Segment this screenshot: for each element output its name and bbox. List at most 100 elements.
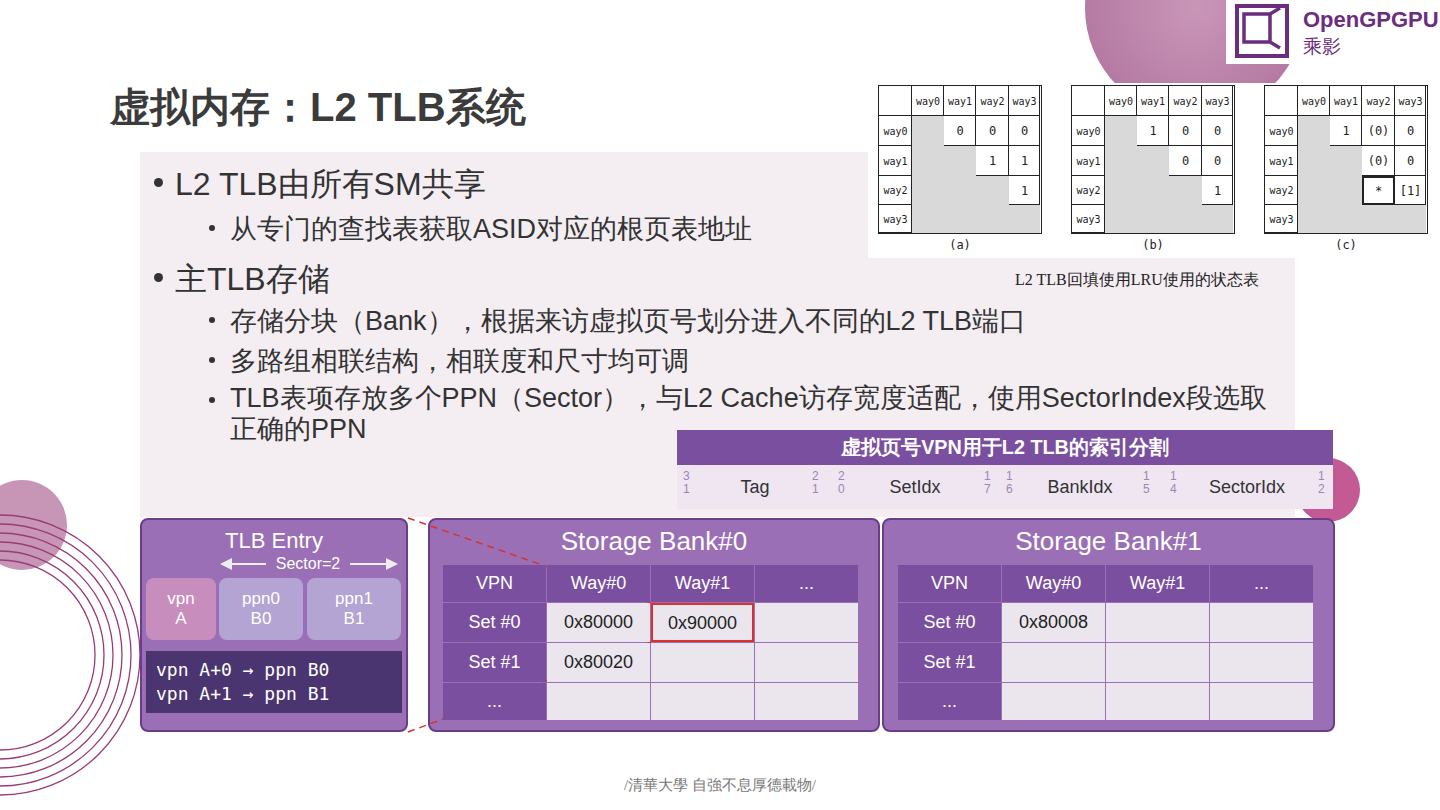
node-text: 0x90000 <box>653 612 752 633</box>
storage-bank-panel: Storage Bank#00x90000VPNWay#0Way#1...Set… <box>428 518 880 732</box>
table-cell <box>976 176 1009 205</box>
table-cell-text: Way#1 <box>651 565 754 602</box>
table-cell <box>1072 86 1105 116</box>
table-header: way1 <box>1137 86 1169 116</box>
node-text: 从专门的查找表获取ASID对应的根页表地址 <box>230 211 752 247</box>
node-text: SetIdx <box>848 477 982 498</box>
table-value: * <box>1362 176 1395 205</box>
slide-title: 虚拟内存：L2 TLB系统 <box>110 80 526 135</box>
bit-number: 16 <box>1006 470 1013 496</box>
decor-rings <box>0 515 140 795</box>
bit-field: BankIdx <box>1020 467 1140 507</box>
table-cell-text: ... <box>443 683 546 720</box>
table-cell <box>1105 146 1137 176</box>
table-cell-text: ... <box>1210 565 1313 602</box>
dashed-line <box>408 642 651 732</box>
node-text: 多路组相联结构，相联度和尺寸均可调 <box>230 343 689 379</box>
footer-motto: /清華大學 自強不息厚德載物/ <box>0 776 1440 795</box>
table-cell <box>1265 86 1298 116</box>
table-header: way2 <box>879 176 912 205</box>
mapping-box: vpn A+0 → ppn B0vpn A+1 → ppn B1 <box>146 651 402 713</box>
table-header: way0 <box>1298 86 1330 116</box>
table-value: 0 <box>1395 146 1426 176</box>
bit-field: SectorIdx <box>1176 467 1318 507</box>
table-cell <box>912 116 944 146</box>
table-cell <box>755 603 858 642</box>
table-cell <box>1106 603 1209 642</box>
ppn-field: ppn1 B1 <box>307 578 401 640</box>
ppn-field: ppn0 B0 <box>219 578 303 640</box>
table-header: way1 <box>1072 146 1105 176</box>
node-text: L2 TLB由所有SM共享 <box>175 163 486 207</box>
table-cell <box>1298 146 1330 176</box>
bit-number: 12 <box>1318 470 1325 496</box>
table-cell <box>755 643 858 682</box>
table-value: (0) <box>1362 146 1395 176</box>
sector-label: Sector=2 <box>268 555 348 573</box>
table-value: 0 <box>1395 116 1426 146</box>
table-cell-text: VPN <box>443 565 546 602</box>
table-header: way3 <box>1265 205 1298 233</box>
lru-table: way0way0way1way1way2way2way3way3100001 <box>1071 85 1235 234</box>
table-header: way0 <box>1105 86 1137 116</box>
table-cell <box>1105 116 1137 146</box>
table-header: way2 <box>1169 86 1202 116</box>
table-cell-text: 0x80020 <box>547 643 650 682</box>
table-cell <box>755 683 858 720</box>
table-cell <box>1169 205 1202 233</box>
table-value: 1 <box>1202 176 1233 205</box>
bit-field: SetIdx <box>848 467 982 507</box>
table-cell <box>912 205 944 233</box>
table-cell <box>1137 146 1169 176</box>
table-header: way0 <box>1072 116 1105 146</box>
table-header: way1 <box>944 86 976 116</box>
bit-number: 15 <box>1143 470 1150 496</box>
table-cell <box>1210 603 1313 642</box>
node-text: Storage Bank#0 <box>430 526 878 557</box>
table-cell <box>1298 116 1330 146</box>
bullet-dot <box>209 357 215 363</box>
table-cell <box>547 683 650 720</box>
table-cell <box>1298 205 1330 233</box>
table-cell <box>1298 176 1330 205</box>
table-cell-text: Set #0 <box>443 603 546 642</box>
table-cell <box>879 86 912 116</box>
bullet-dot <box>209 317 215 323</box>
table-caption: (b) <box>1128 238 1178 252</box>
table-cell <box>976 205 1009 233</box>
table-header: way1 <box>1265 146 1298 176</box>
node-text: Tag <box>700 477 810 498</box>
table-header: way2 <box>1362 86 1395 116</box>
table-header: way3 <box>1202 86 1233 116</box>
table-cell <box>651 643 754 682</box>
table-header: way3 <box>1395 86 1426 116</box>
table-header: way0 <box>879 116 912 146</box>
table-cell <box>1106 683 1209 720</box>
bit-number: 17 <box>984 470 991 496</box>
node-text: 虚拟页号VPN用于L2 TLB的索引分割 <box>677 430 1333 465</box>
table-header: way0 <box>1265 116 1298 146</box>
bullet-dot <box>209 397 215 403</box>
table-cell <box>1330 205 1362 233</box>
table-value: (0) <box>1362 116 1395 146</box>
table-cell <box>1137 176 1169 205</box>
vpn-split-band: 虚拟页号VPN用于L2 TLB的索引分割 Tag SetIdx BankIdx Sect… <box>677 430 1333 509</box>
table-cell <box>1210 643 1313 682</box>
bullet-dot <box>209 225 215 231</box>
lru-table: way0way0way1way1way2way2way3way3000111 <box>878 85 1042 234</box>
lru-table: way0way0way1way1way2way2way3way31(0)0(0)… <box>1264 85 1428 234</box>
table-value: 1 <box>976 146 1009 176</box>
table-value: 0 <box>976 116 1009 146</box>
table-cell-text: 0x80008 <box>1002 603 1105 642</box>
node-text: ppn0 B0 <box>242 589 280 630</box>
bullet-dot <box>154 273 163 282</box>
table-value: 0 <box>1009 116 1040 146</box>
node-text: vpn A <box>167 589 194 630</box>
table-cell-text: Set #1 <box>443 643 546 682</box>
node-text: vpn A+0 → ppn B0 <box>156 660 329 680</box>
table-value: 0 <box>1169 116 1202 146</box>
logo-backdrop <box>1226 0 1440 64</box>
logo-text: OpenGPGPU <box>1303 7 1439 33</box>
table-header: way2 <box>976 86 1009 116</box>
bit-number: 20 <box>838 470 845 496</box>
